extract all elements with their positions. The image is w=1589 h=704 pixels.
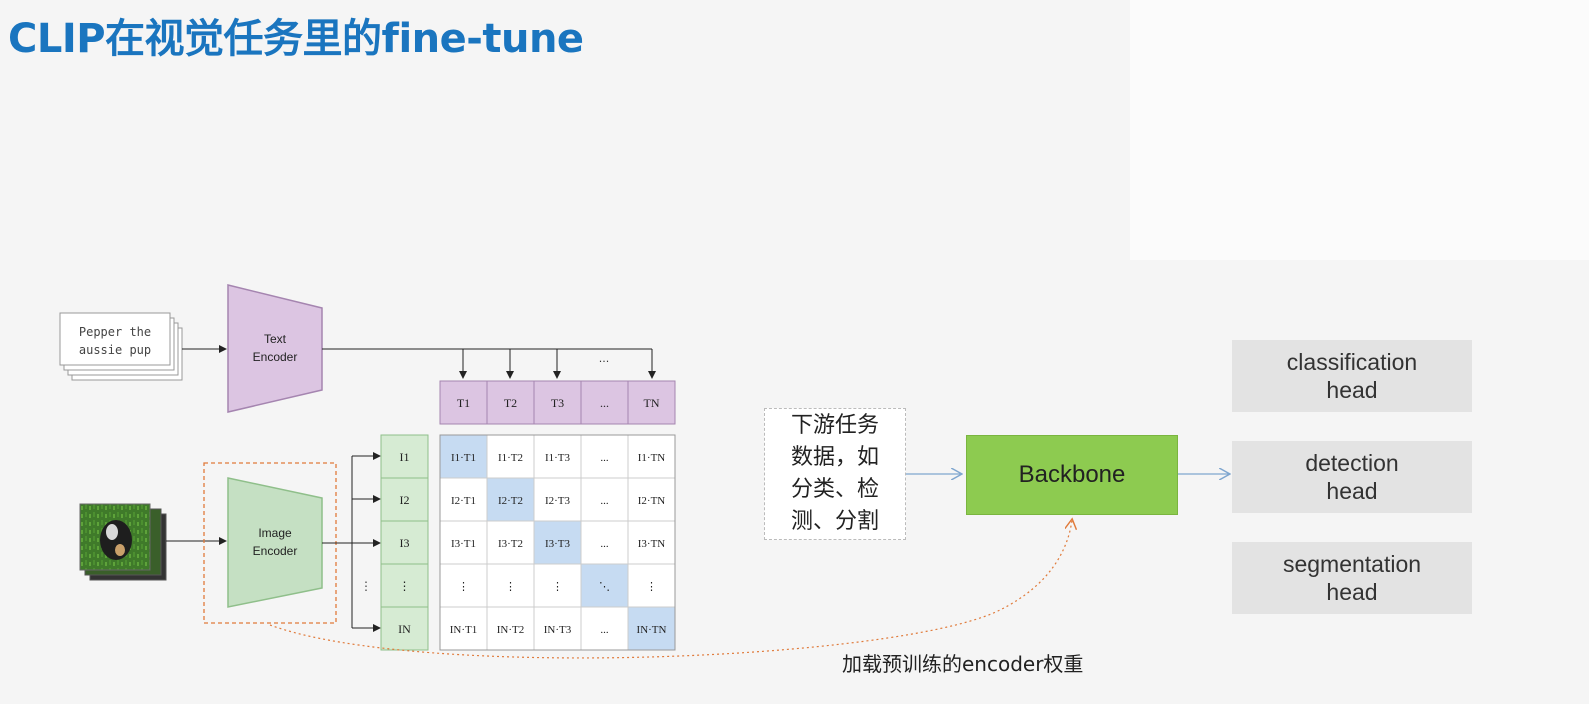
matrix-cell-diagonal — [627, 606, 676, 651]
image-input-stack — [79, 503, 167, 581]
text-token-label: ... — [600, 396, 609, 410]
image-token-cell — [380, 434, 429, 479]
text-token-cell — [627, 380, 676, 425]
matrix-cell — [486, 563, 535, 608]
matrix-cell-label: I1·T2 — [498, 452, 523, 464]
image-token-cell — [380, 606, 429, 651]
backbone-box: Backbone — [966, 435, 1178, 515]
text-input-line1: Pepper the — [79, 325, 151, 339]
text-token-label: T3 — [551, 396, 564, 410]
image-encoder: Image Encoder — [227, 477, 323, 608]
matrix-cell-label: I2·T3 — [545, 495, 571, 507]
matrix-cell — [439, 606, 488, 651]
matrix-cell-label: I1·T1 — [451, 452, 476, 464]
matrix-cell — [486, 606, 535, 651]
text-token-label: T2 — [504, 396, 517, 410]
text-token-label: TN — [644, 396, 660, 410]
text-input-line2: aussie pup — [79, 343, 151, 357]
image-encoder-label-line2: Encoder — [253, 544, 298, 558]
classification-head-box: classification head — [1232, 340, 1472, 412]
similarity-matrix: I1·T1 I1·T2 I1·T3... I1·TN I2·T1 I2·T2 I2·T3..… — [439, 434, 676, 651]
text-token-label: T1 — [457, 396, 470, 410]
image-token-label: IN — [398, 622, 411, 636]
image-token-cell — [380, 563, 429, 608]
matrix-cell — [627, 520, 676, 565]
text-token-arrows: ... — [322, 348, 656, 379]
matrix-cell-label: ... — [600, 538, 609, 550]
slide-title: CLIP在视觉任务里的fine-tune — [8, 16, 584, 62]
puppy-figure — [100, 520, 132, 560]
matrix-cell-label: ⋱ — [599, 581, 610, 593]
text-encoder-label-line2: Encoder — [253, 350, 298, 364]
image-token-label: I1 — [400, 450, 410, 464]
matrix-cell-diagonal — [486, 477, 535, 522]
text-token-cell — [439, 380, 488, 425]
matrix-cell — [580, 606, 629, 651]
matrix-cell-label: ... — [600, 624, 609, 636]
caption-load-weights: 加载预训练的encoder权重 — [842, 652, 1084, 676]
matrix-cell-label: IN·T1 — [450, 624, 478, 636]
text-input-stack: Pepper the aussie pup — [59, 312, 183, 381]
text-token-cell — [486, 380, 535, 425]
matrix-cell — [627, 563, 676, 608]
text-token-row: T1 T2 T3... TN — [439, 380, 676, 425]
image-encoder-label-line1: Image — [258, 526, 292, 540]
image-token-cell — [380, 477, 429, 522]
matrix-cell-label: ⋮ — [458, 581, 469, 593]
matrix-cell-label: ⋮ — [646, 581, 657, 593]
matrix-cell-label: IN·T3 — [544, 624, 572, 636]
image-token-label: I2 — [400, 493, 410, 507]
matrix-cell-label: IN·T2 — [497, 624, 525, 636]
matrix-cell — [580, 520, 629, 565]
matrix-cell-diagonal — [580, 563, 629, 608]
matrix-cell-label: ⋮ — [505, 581, 516, 593]
text-token-cell — [580, 380, 629, 425]
text-encoder: Text Encoder — [227, 284, 323, 413]
matrix-cell-label: I2·TN — [638, 495, 666, 507]
slide-background-panel — [1130, 0, 1589, 260]
matrix-cell-label: ⋮ — [552, 581, 563, 593]
matrix-cell-label: ... — [600, 452, 609, 464]
matrix-cell-label: I3·T1 — [451, 538, 476, 550]
matrix-cell — [533, 477, 582, 522]
matrix-cell-label: I3·T2 — [498, 538, 523, 550]
image-token-label: ⋮ — [399, 579, 411, 593]
image-token-label: I3 — [400, 536, 410, 550]
matrix-cell-label: I3·T3 — [545, 538, 571, 550]
matrix-cell-label: IN·TN — [637, 624, 667, 636]
downstream-data-box: 下游任务 数据，如 分类、检 测、分割 — [764, 408, 906, 540]
matrix-cell-label: I1·TN — [638, 452, 666, 464]
text-token-cell — [533, 380, 582, 425]
matrix-cell-label: I2·T1 — [451, 495, 476, 507]
matrix-cell — [627, 477, 676, 522]
segmentation-head-box: segmentation head — [1232, 542, 1472, 614]
matrix-cell-diagonal — [533, 520, 582, 565]
image-branch-dots: ⋮ — [360, 579, 372, 593]
detection-head-box: detection head — [1232, 441, 1472, 513]
matrix-cell-label: I3·TN — [638, 538, 666, 550]
matrix-border — [439, 434, 676, 651]
text-token-dots: ... — [599, 352, 610, 365]
matrix-cell-label: ... — [600, 495, 609, 507]
matrix-cell-label: I2·T2 — [498, 495, 523, 507]
matrix-cell — [439, 520, 488, 565]
matrix-cell-label: I1·T3 — [545, 452, 571, 464]
image-token-arrows: ⋮ — [322, 452, 381, 632]
text-encoder-label-line1: Text — [264, 332, 287, 346]
